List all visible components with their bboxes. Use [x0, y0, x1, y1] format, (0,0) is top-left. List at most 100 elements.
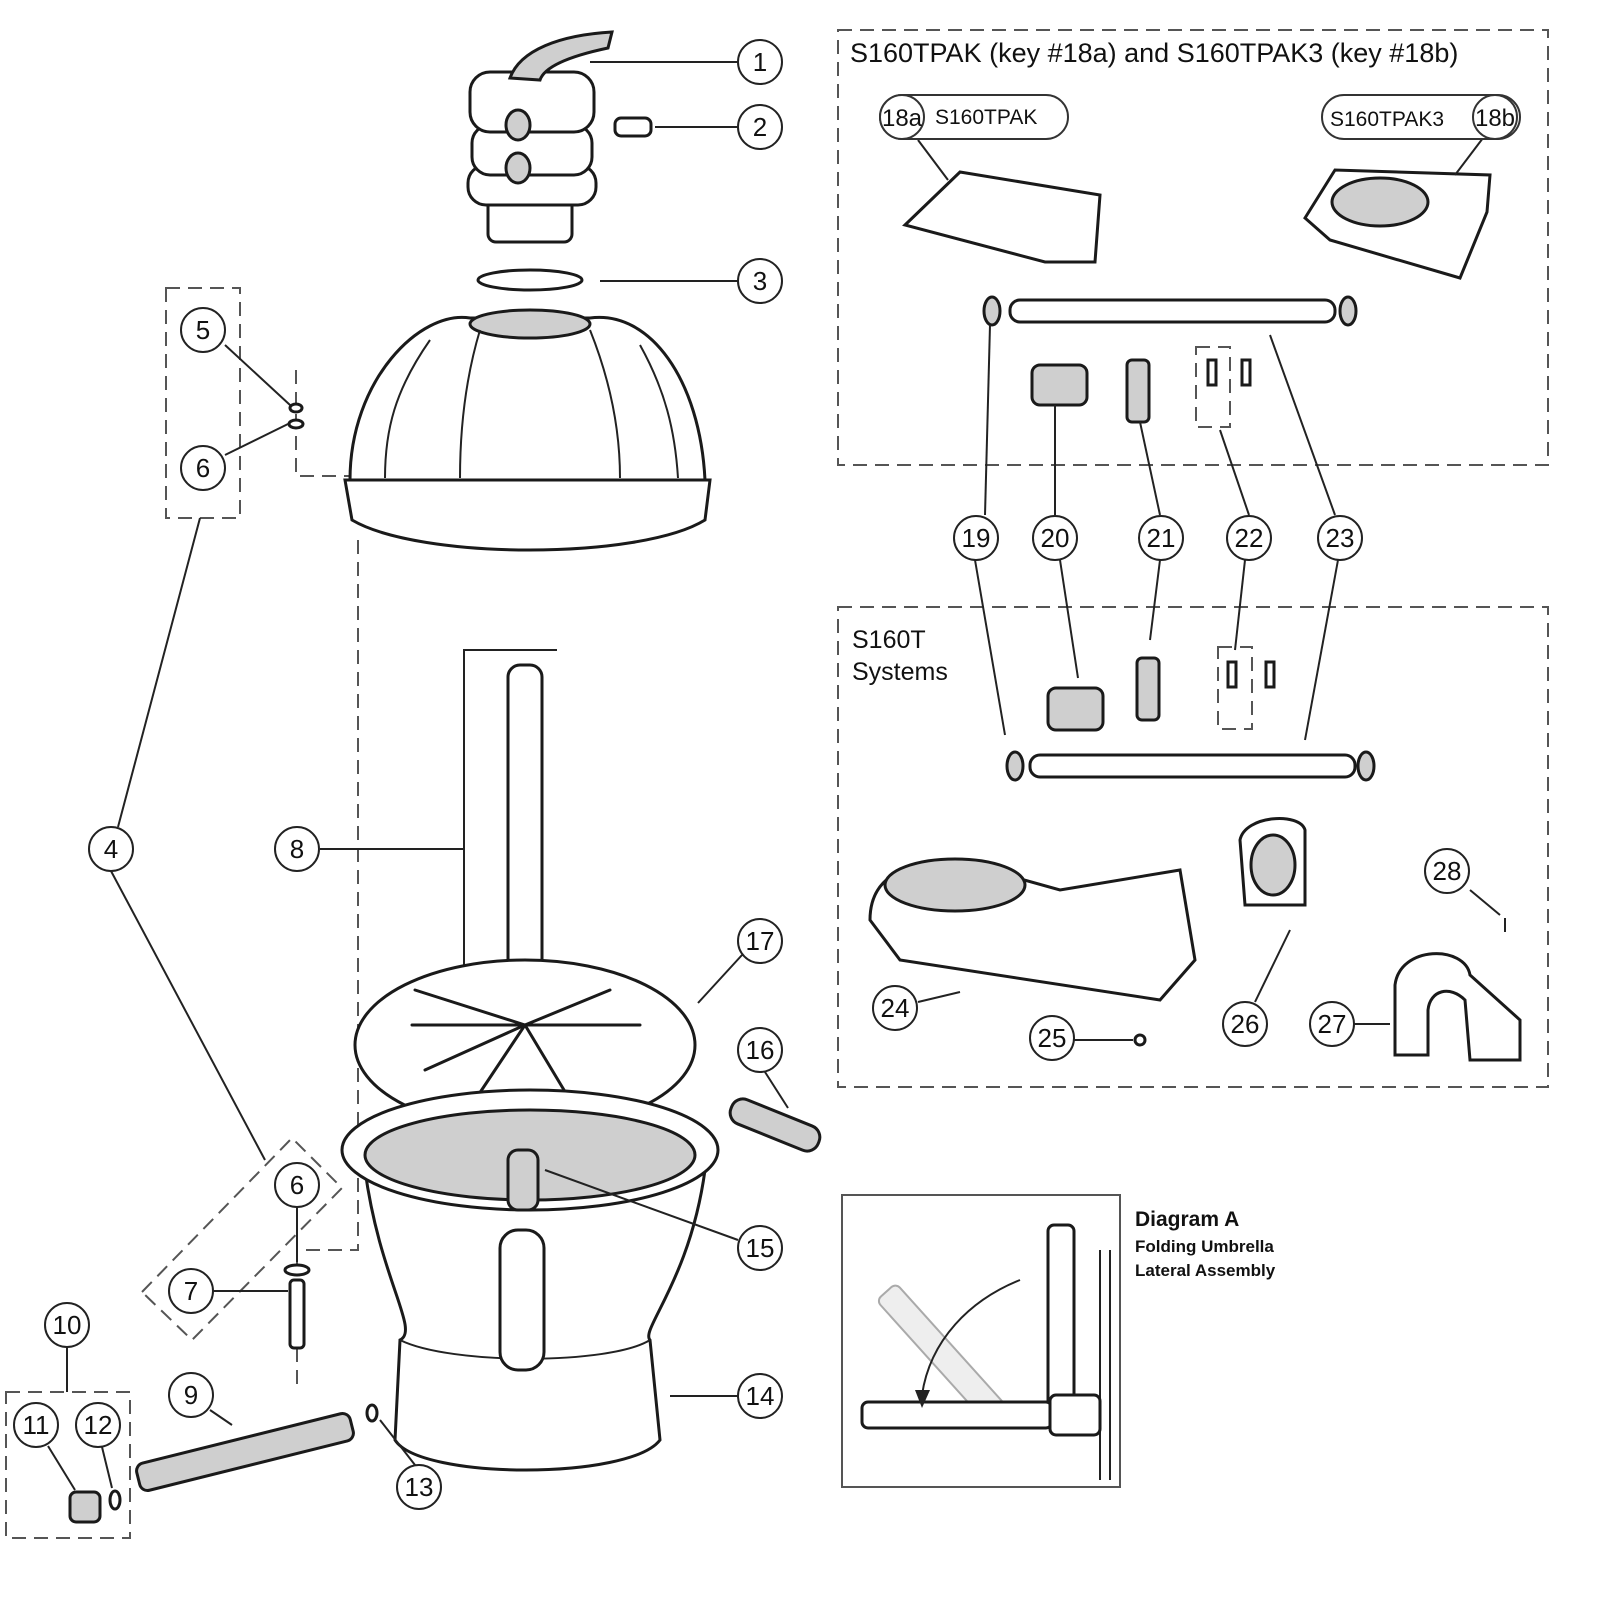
callout-number: 27 — [1318, 1009, 1347, 1039]
callout-number: 11 — [23, 1410, 50, 1440]
leader-line — [544, 1169, 739, 1241]
washer — [283, 1263, 311, 1277]
callout-13: 13 — [396, 1464, 442, 1510]
leader-line — [1149, 559, 1161, 641]
leader-line — [1139, 421, 1161, 516]
callout-8: 8 — [274, 826, 320, 872]
pipe-kit — [1008, 298, 1337, 324]
kit-b-key: 18b — [1475, 105, 1515, 132]
callout-number: 14 — [746, 1381, 775, 1411]
leader-line — [917, 139, 949, 181]
callout-25: 25 — [1029, 1015, 1075, 1061]
callout-7: 7 — [168, 1268, 214, 1314]
callout-20: 20 — [1032, 515, 1078, 561]
leader-line — [1219, 429, 1250, 516]
callout-number: 20 — [1041, 523, 1070, 553]
callout-9: 9 — [168, 1372, 214, 1418]
callout-4: 4 — [88, 826, 134, 872]
kit-b-label: S160TPAK3 — [1330, 108, 1444, 131]
callout-27: 27 — [1309, 1001, 1355, 1047]
callout-12: 12 — [75, 1402, 121, 1448]
diagram-a-subtitle-1: Folding Umbrella — [1135, 1237, 1274, 1256]
callout-number: 5 — [196, 315, 210, 345]
callout-number: 7 — [184, 1276, 198, 1306]
kit-a-label: S160TPAK — [935, 106, 1037, 129]
callout-number: 1 — [753, 47, 767, 77]
leader-line — [209, 1409, 233, 1426]
leader-line — [224, 344, 291, 406]
leader-line — [117, 517, 201, 828]
screw — [1133, 1033, 1147, 1047]
callout-3: 3 — [737, 258, 783, 304]
leader-line — [1254, 929, 1291, 1003]
washer — [287, 418, 305, 430]
diagram-a-subtitle-2: Lateral Assembly — [1135, 1261, 1276, 1280]
leader-lines — [47, 61, 1501, 1491]
lateral-horizontal — [860, 1400, 1054, 1430]
callout-number: 25 — [1038, 1023, 1067, 1053]
callout-number: 2 — [753, 112, 767, 142]
pipe — [135, 1412, 355, 1492]
callout-number: 21 — [1147, 523, 1176, 553]
leader-line — [1469, 889, 1501, 916]
leader-line — [974, 559, 1006, 736]
callout-number: 10 — [53, 1310, 82, 1340]
callout-number: 13 — [405, 1472, 434, 1502]
callout-number: 3 — [753, 266, 767, 296]
leader-line — [1234, 559, 1246, 651]
callout-number: 19 — [962, 523, 991, 553]
callout-number: 6 — [196, 453, 210, 483]
leader-line — [984, 324, 991, 516]
elbow — [1030, 363, 1089, 407]
callout-2: 2 — [737, 104, 783, 150]
callout-6: 6 — [274, 1162, 320, 1208]
leader-line — [1059, 559, 1079, 679]
callout-24: 24 — [872, 985, 918, 1031]
filter-tank — [340, 1088, 720, 1472]
callout-19: 19 — [953, 515, 999, 561]
leader-line — [764, 1071, 789, 1109]
callout-number: 16 — [746, 1035, 775, 1065]
callout-number: 8 — [290, 834, 304, 864]
callout-1: 1 — [737, 39, 783, 85]
leader-line — [47, 1445, 76, 1491]
diagram-a-frame — [841, 1194, 1121, 1488]
callout-17: 17 — [737, 918, 783, 964]
callout-number: 9 — [184, 1380, 198, 1410]
diagram-a-title: Diagram A — [1135, 1208, 1239, 1231]
connector — [1125, 358, 1151, 424]
hardware-10-box — [5, 1391, 131, 1539]
bolt — [288, 1278, 306, 1350]
systems-box-border — [837, 606, 1549, 1088]
callout-number: 6 — [290, 1170, 304, 1200]
callout-number: 17 — [746, 926, 775, 956]
leader-line — [697, 954, 743, 1004]
leader-line — [1454, 137, 1484, 176]
leader-line — [917, 991, 961, 1003]
callout-11: 11 — [13, 1402, 59, 1448]
callout-21: 21 — [1138, 515, 1184, 561]
kit-a-key: 18a — [882, 105, 923, 132]
systems-title-line1: S160T — [852, 626, 926, 654]
callout-22: 22 — [1226, 515, 1272, 561]
leader-line — [379, 1419, 416, 1466]
leader-line — [110, 870, 266, 1161]
systems-title-line2: Systems — [852, 658, 948, 686]
callout-6: 6 — [180, 445, 226, 491]
callout-28: 28 — [1424, 848, 1470, 894]
leader-line — [101, 1446, 113, 1489]
callout-5: 5 — [180, 307, 226, 353]
hardware-5-6-box — [165, 287, 241, 519]
callout-16: 16 — [737, 1027, 783, 1073]
callout-number: 4 — [104, 834, 118, 864]
o-ring-small — [108, 1489, 122, 1511]
callout-number: 28 — [1433, 856, 1462, 886]
o-ring — [476, 268, 584, 292]
kit-a-base — [902, 170, 1102, 264]
leader-line — [224, 423, 289, 456]
callout-15: 15 — [737, 1225, 783, 1271]
nut — [68, 1490, 102, 1524]
elbow — [1046, 686, 1105, 732]
leader-line — [1304, 559, 1339, 741]
washer — [288, 402, 304, 414]
